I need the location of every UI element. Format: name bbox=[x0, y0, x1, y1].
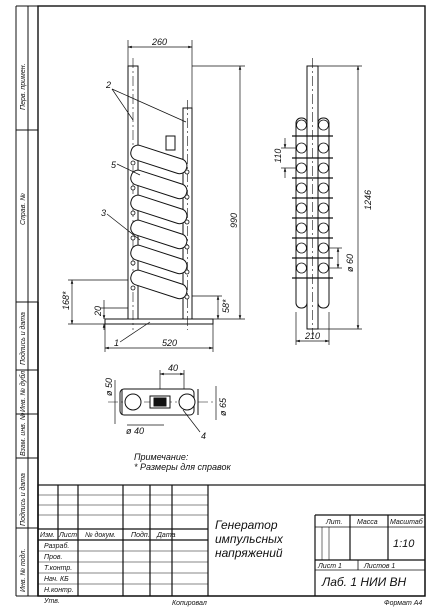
front-dimensions bbox=[68, 40, 245, 352]
tb-title-line-2: импульсных bbox=[215, 532, 284, 546]
callout-5: 5 bbox=[111, 160, 117, 170]
dim-520: 520 bbox=[162, 338, 177, 348]
tb-lit-label: Лит. bbox=[325, 519, 342, 526]
note-text: * Размеры для справок bbox=[134, 462, 232, 472]
tb-header-list: Лист bbox=[58, 532, 77, 539]
outer-frame bbox=[37, 5, 426, 597]
side-label-podpis1: Подпись и дата bbox=[19, 312, 27, 365]
side-label-vzam: Взам. инв. № bbox=[20, 412, 27, 456]
tb-row-prov: Пров. bbox=[44, 554, 63, 561]
tb-mass-label: Масса bbox=[357, 519, 378, 526]
tb-row-nachkb: Нач. КБ bbox=[44, 576, 69, 583]
side-label-podpis2: Подпись и дата bbox=[19, 473, 27, 526]
tb-row-tkontr: Т.контр. bbox=[44, 565, 72, 572]
side-label-inv-dubl: Инв. № дубл. bbox=[19, 369, 27, 412]
detail-view bbox=[108, 388, 214, 416]
dim-60: ø 60 bbox=[345, 254, 355, 272]
side-dimensions bbox=[281, 65, 362, 345]
front-view bbox=[104, 58, 214, 330]
dim-65: ø 65 bbox=[218, 397, 228, 416]
tb-title-line-3: напряжений bbox=[215, 546, 283, 560]
callout-3: 3 bbox=[101, 208, 106, 218]
dim-210: 210 bbox=[304, 331, 320, 341]
dim-20: 20 bbox=[93, 306, 103, 317]
tb-scale-value: 1:10 bbox=[393, 538, 415, 550]
tb-header-izm: Изм. bbox=[40, 532, 55, 539]
dim-110: 110 bbox=[273, 149, 283, 163]
callout-4: 4 bbox=[201, 431, 206, 441]
dim-50: ø 50 bbox=[104, 378, 114, 396]
footer-copied: Копировал bbox=[172, 600, 207, 607]
title-block bbox=[37, 484, 426, 597]
tb-sheet-label: Лист 1 bbox=[317, 563, 342, 570]
tb-row-razrab: Разраб. bbox=[44, 542, 69, 550]
side-view bbox=[292, 58, 333, 335]
detail-dimensions bbox=[114, 370, 217, 433]
tb-header-data: Дата bbox=[156, 532, 176, 539]
dim-260: 260 bbox=[151, 37, 167, 47]
tb-header-docum: № докум. bbox=[85, 531, 116, 539]
footer-format: Формат А4 bbox=[384, 600, 422, 607]
side-column bbox=[15, 5, 38, 597]
dim-1246: 1246 bbox=[363, 190, 373, 210]
callout-2: 2 bbox=[105, 80, 111, 90]
callout-1: 1 bbox=[114, 338, 119, 348]
tb-title-line-1: Генератор bbox=[215, 518, 278, 532]
note-title: Примечание: bbox=[134, 452, 189, 462]
side-label-sprav: Справ. № bbox=[20, 193, 27, 225]
tb-row-nkontr: Н.контр. bbox=[44, 587, 74, 594]
dim-58: 58* bbox=[221, 299, 231, 313]
tb-org: Лаб. 1 НИИ ВН bbox=[321, 575, 406, 589]
tb-header-podp: Подп. bbox=[131, 531, 150, 539]
side-label-perv: Перв. примен. bbox=[20, 63, 27, 110]
dim-168: 168* bbox=[61, 291, 71, 310]
dim-990: 990 bbox=[229, 213, 239, 228]
dim-40: ø 40 bbox=[126, 426, 144, 436]
side-label-inv-podl: Инв. № подл. bbox=[19, 549, 27, 592]
tb-sheets-label: Листов 1 bbox=[363, 563, 395, 570]
tb-scale-label: Масштаб bbox=[390, 518, 424, 526]
dim-40-top: 40 bbox=[168, 363, 178, 373]
tb-row-utv: Утв. bbox=[43, 598, 60, 605]
